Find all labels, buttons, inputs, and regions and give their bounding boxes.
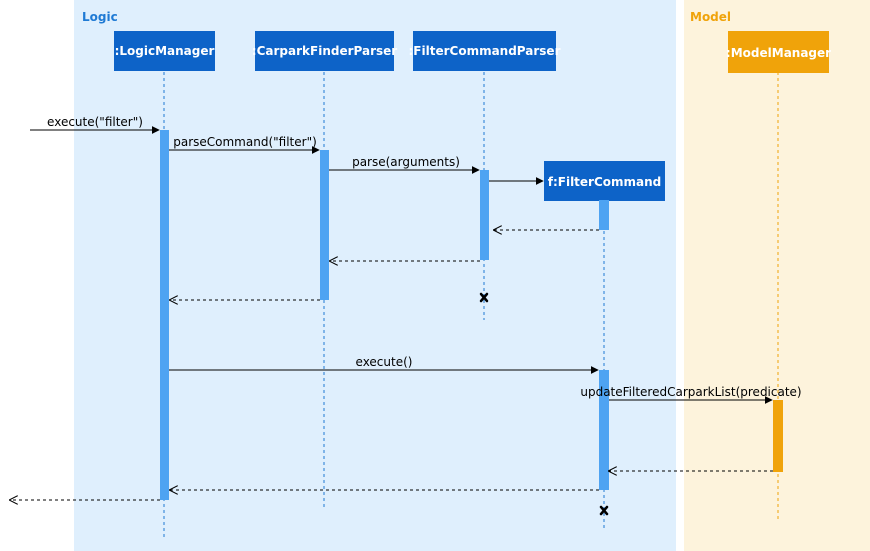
activation-logic-manager: [160, 130, 169, 500]
participant-label: :CarparkFinderParser: [252, 44, 397, 58]
activation-filter-command-create: [599, 200, 609, 230]
logic-frame: Logic: [74, 0, 676, 551]
message-update-filtered-label: updateFilteredCarparkList(predicate): [580, 385, 801, 399]
message-parse-command-label: parseCommand("filter"): [173, 135, 317, 149]
participant-filter-command-parser[interactable]: :FilterCommandParser: [409, 31, 561, 71]
message-parse-arguments-label: parse(arguments): [352, 155, 460, 169]
model-frame-label: Model: [690, 10, 731, 24]
filter-parser-destroy-mark: [479, 292, 489, 303]
participant-label: :LogicManager: [115, 44, 215, 58]
participant-carpark-finder-parser[interactable]: :CarparkFinderParser: [252, 31, 397, 71]
participant-label: f:FilterCommand: [548, 175, 662, 189]
logic-frame-background: [74, 0, 676, 551]
participant-model-manager[interactable]: :ModelManager: [726, 31, 831, 73]
filter-command-destroy-mark: [599, 505, 609, 516]
message-execute-filter-label: execute("filter"): [47, 115, 143, 129]
activation-filter-parser: [480, 170, 489, 260]
participant-label: :ModelManager: [726, 46, 831, 60]
activation-model-manager: [773, 400, 783, 472]
logic-frame-label: Logic: [82, 10, 118, 24]
activation-filter-command-execute: [599, 370, 609, 490]
participant-logic-manager[interactable]: :LogicManager: [114, 31, 215, 71]
participant-label: :FilterCommandParser: [409, 44, 561, 58]
activation-parser: [320, 150, 329, 300]
message-execute-label: execute(): [356, 355, 413, 369]
participant-filter-command[interactable]: f:FilterCommand: [544, 161, 665, 201]
